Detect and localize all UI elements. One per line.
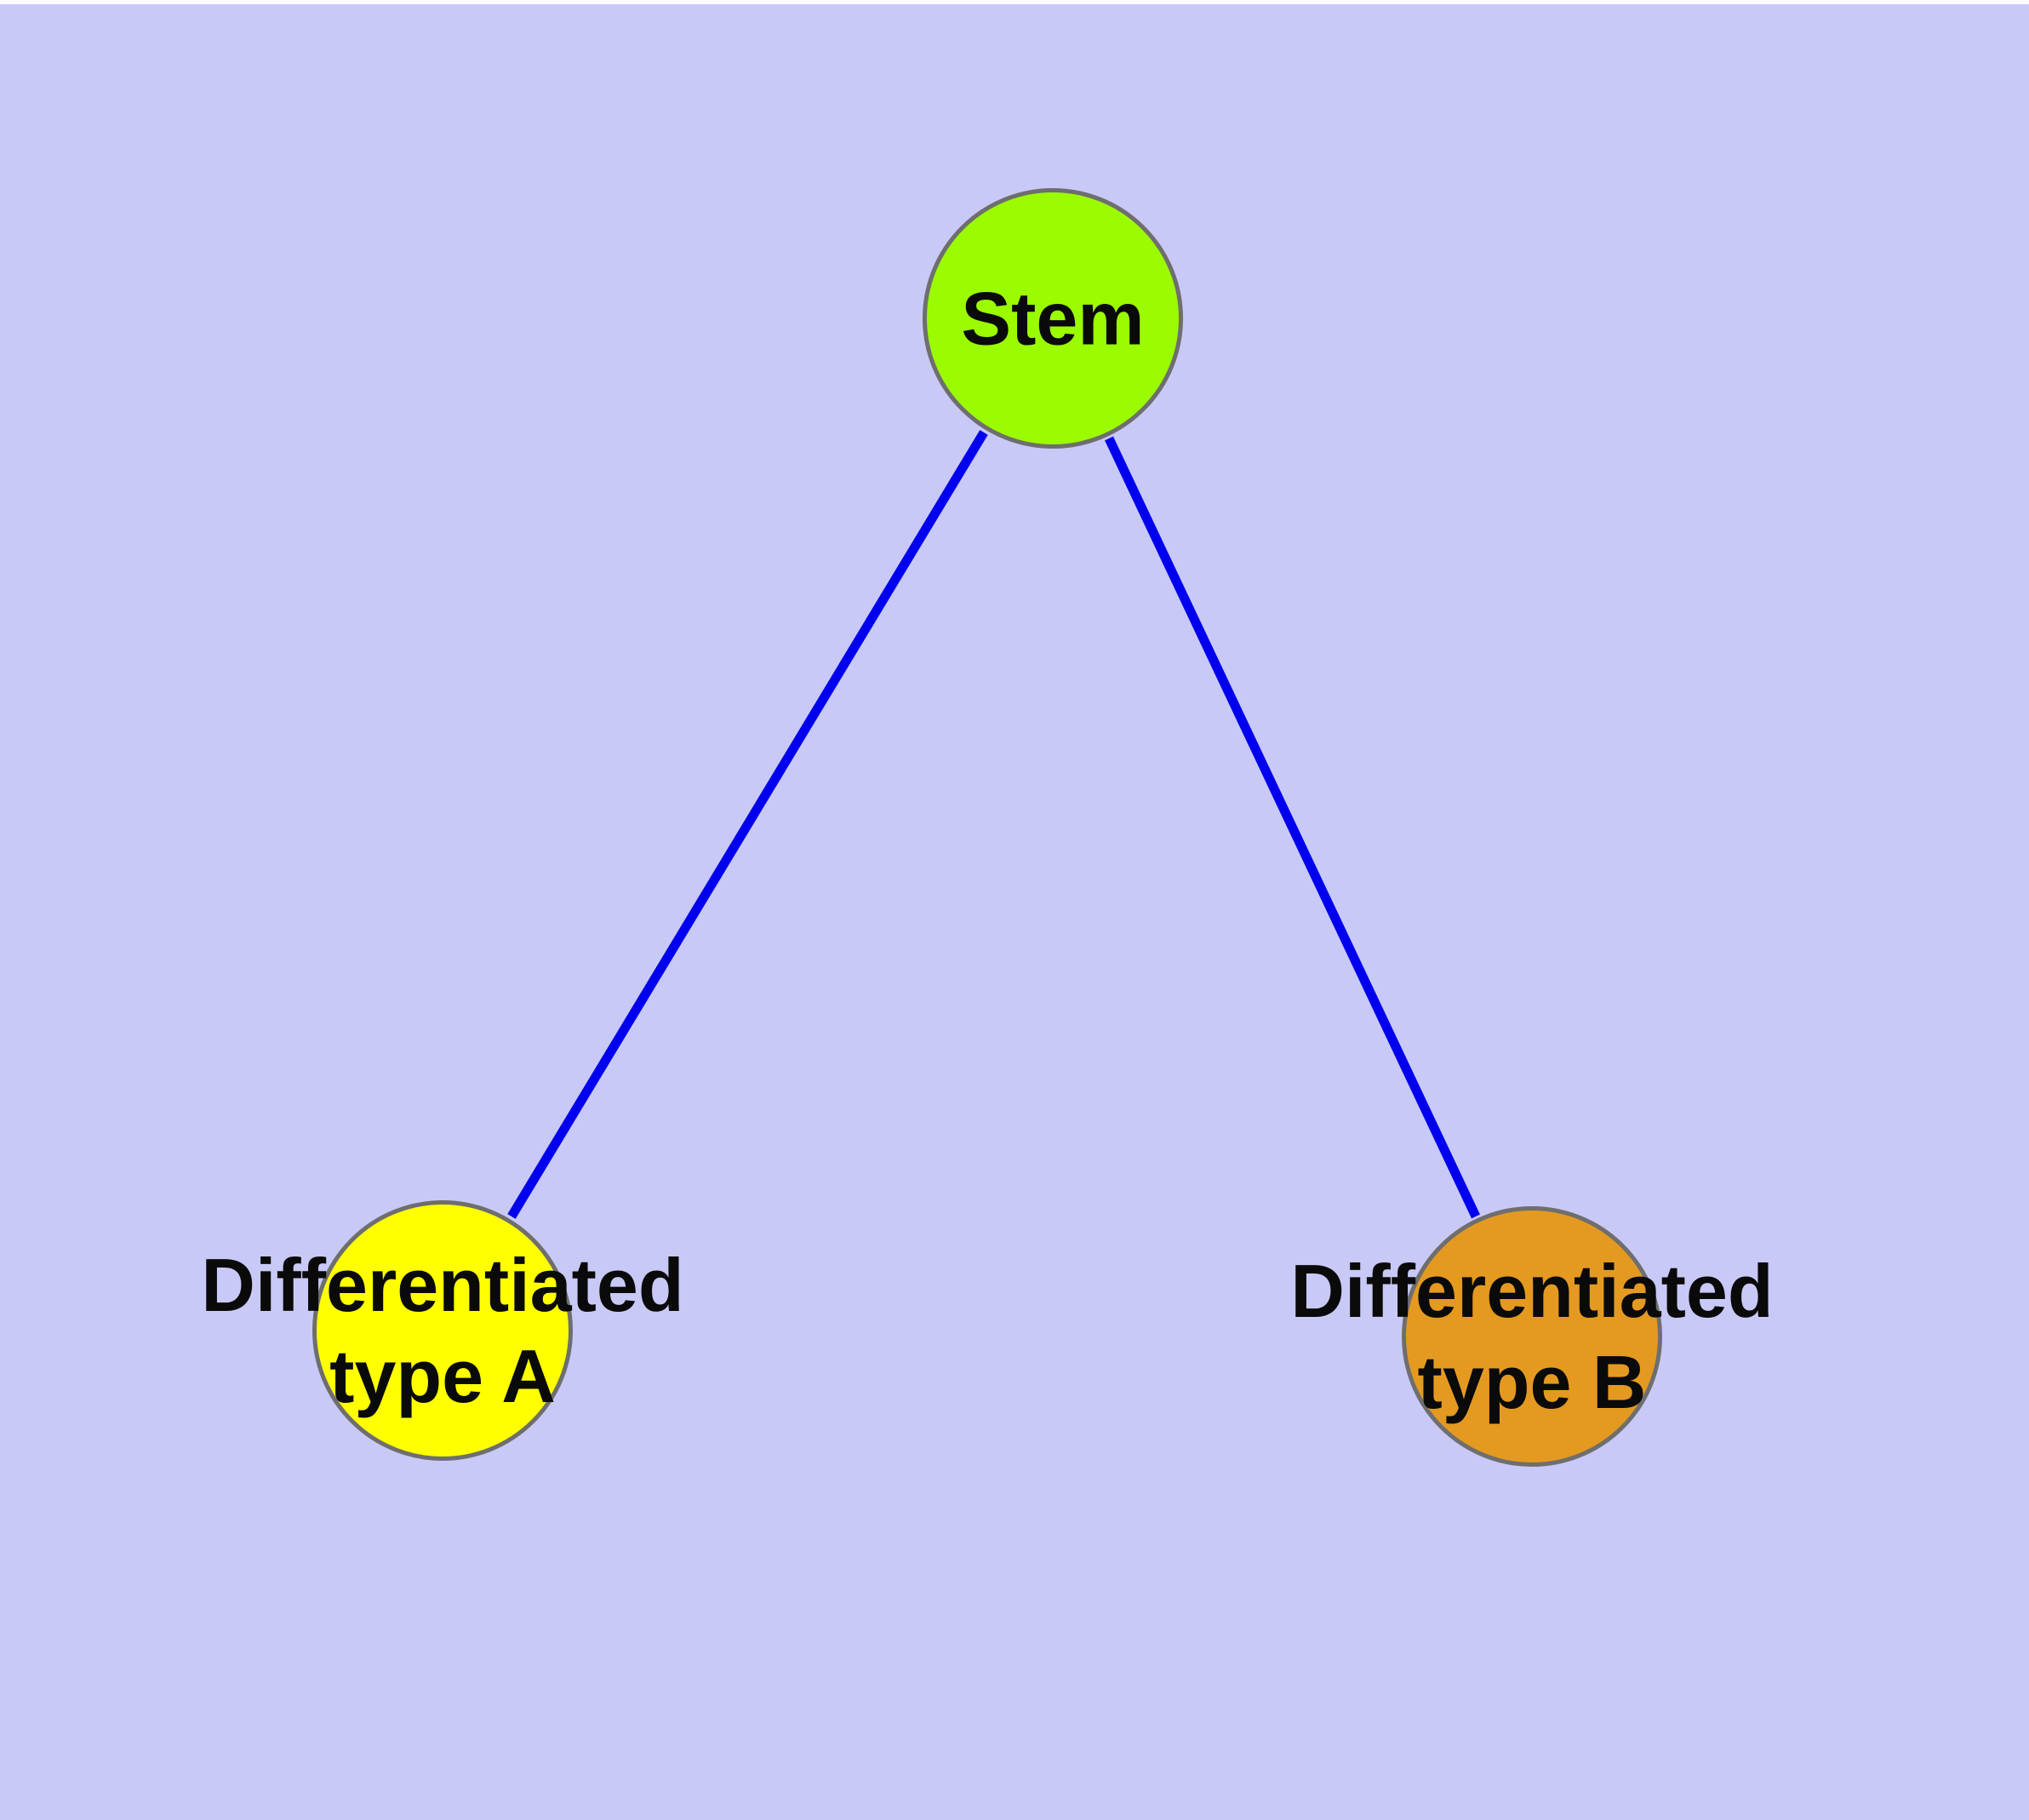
edge-stem-to-type-b [1105,436,1480,1219]
node-stem: Stem [923,188,1183,449]
type-a-node-circle [312,1200,573,1461]
type-b-node-circle [1402,1206,1662,1467]
stem-node-label: Stem [961,276,1145,361]
node-differentiated-type-b: Differentiated type B [1290,1206,1774,1467]
type-a-node-label: Differentiated type A [201,1243,684,1418]
type-b-node-label: Differentiated type B [1290,1249,1774,1424]
top-margin-strip [0,0,2029,4]
edge-stem-to-type-a [507,430,988,1219]
stem-node-circle [923,188,1183,449]
node-differentiated-type-a: Differentiated type A [201,1200,684,1461]
